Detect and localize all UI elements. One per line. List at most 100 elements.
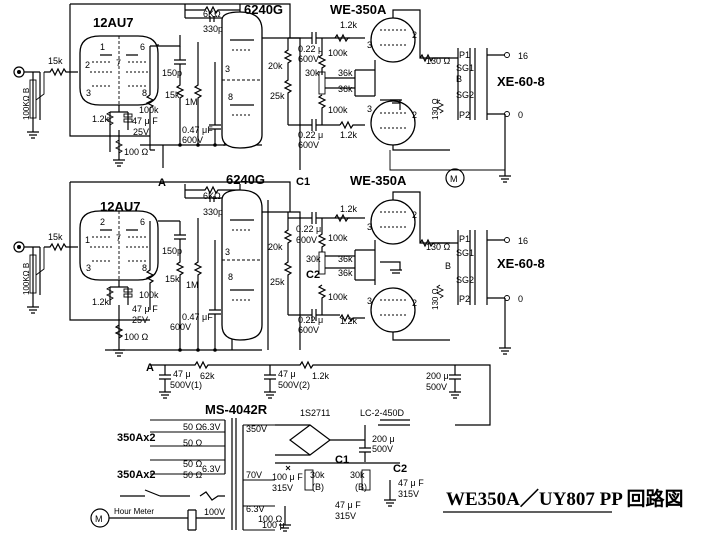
svg-text:600V: 600V <box>170 322 191 332</box>
svg-text:100 Ω: 100 Ω <box>124 332 149 342</box>
svg-text:36k: 36k <box>338 268 353 278</box>
svg-text:M: M <box>450 174 458 184</box>
svg-text:6.3V: 6.3V <box>202 464 221 474</box>
svg-text:150p: 150p <box>162 246 182 256</box>
svg-text:2: 2 <box>412 298 417 308</box>
svg-text:30k: 30k <box>306 254 321 264</box>
svg-text:100k: 100k <box>328 105 348 115</box>
svg-text:36k: 36k <box>338 84 353 94</box>
svg-text:20k: 20k <box>268 242 283 252</box>
svg-text:2: 2 <box>412 30 417 40</box>
svg-text:0: 0 <box>518 110 523 120</box>
svg-text:3: 3 <box>367 222 372 232</box>
svg-text:600V: 600V <box>298 54 319 64</box>
svg-text:B: B <box>445 261 451 271</box>
svg-text:8: 8 <box>228 272 233 282</box>
svg-text:2: 2 <box>412 210 417 220</box>
svg-text:0.22 μ: 0.22 μ <box>298 44 323 54</box>
svg-text:0.22 μ: 0.22 μ <box>298 130 323 140</box>
schematic-title: WE350A／UY807 PP 回路図 <box>446 487 684 510</box>
svg-text:3: 3 <box>86 88 91 98</box>
svg-text:100k: 100k <box>328 233 348 243</box>
svg-text:1S2711: 1S2711 <box>300 408 330 418</box>
svg-text:0.47 μF: 0.47 μF <box>182 312 213 322</box>
svg-text:0.47 μF: 0.47 μF <box>182 125 213 135</box>
power-supply: MS-4042R 50 Ω 50 Ω 6.3V 350Ax2 50 Ω 50 Ω… <box>90 402 424 532</box>
svg-text:3: 3 <box>367 296 372 306</box>
svg-text:3: 3 <box>367 104 372 114</box>
svg-text:200 μ: 200 μ <box>372 434 395 444</box>
svg-text:SG1: SG1 <box>456 248 474 258</box>
svg-text:20k: 20k <box>268 61 283 71</box>
hour-meter-icon-top <box>445 168 465 188</box>
svg-text:315V: 315V <box>335 511 356 521</box>
svg-text:30k: 30k <box>310 470 325 480</box>
svg-text:500V: 500V <box>426 382 447 392</box>
svg-text:A: A <box>158 177 166 189</box>
tube-12au7-2 <box>79 210 159 281</box>
svg-text:1M: 1M <box>186 280 199 290</box>
svg-text:1.2k: 1.2k <box>340 20 358 30</box>
tube-6240g-label-2: 6240G <box>226 172 265 187</box>
svg-text:30k: 30k <box>305 68 320 78</box>
svg-text:P1: P1 <box>459 50 470 60</box>
svg-text:30k: 30k <box>350 470 365 480</box>
svg-text:150p: 150p <box>162 68 182 78</box>
svg-text:6.3V: 6.3V <box>246 504 265 514</box>
svg-text:330p: 330p <box>203 207 223 217</box>
svg-text:130 Ω: 130 Ω <box>431 98 440 120</box>
svg-text:100k: 100k <box>139 105 159 115</box>
svg-text:100k: 100k <box>328 292 348 302</box>
svg-text:50 Ω: 50 Ω <box>183 459 203 469</box>
svg-text:1: 1 <box>100 42 105 52</box>
tube-12au7-label-1: 12AU7 <box>93 15 133 30</box>
svg-text:SG1: SG1 <box>456 63 474 73</box>
svg-text:6KΩ: 6KΩ <box>203 9 221 19</box>
svg-text:16: 16 <box>518 236 528 246</box>
tube-we350a-2a <box>370 199 416 245</box>
svg-text:1.2k: 1.2k <box>340 130 358 140</box>
svg-text:8: 8 <box>228 92 233 102</box>
tube-12au7-1 <box>79 35 159 106</box>
svg-text:350Ax2: 350Ax2 <box>117 469 156 481</box>
svg-text:70V: 70V <box>246 470 262 480</box>
tube-we350a-2b <box>370 287 416 333</box>
bridge-rectifier <box>289 424 331 456</box>
svg-text:B: B <box>456 74 462 84</box>
svg-text:SG2: SG2 <box>456 275 474 285</box>
svg-text:P2: P2 <box>459 294 470 304</box>
svg-text:200 μ: 200 μ <box>426 371 449 381</box>
svg-text:LC-2-450D: LC-2-450D <box>360 408 405 418</box>
b-plus-line: A 62k 1.2k 47 μ 500V(1) 47 μ 500V(2) 200… <box>146 360 491 426</box>
svg-text:36k: 36k <box>338 254 353 264</box>
svg-text:130 Ω: 130 Ω <box>431 288 440 310</box>
svg-text:(B): (B) <box>355 482 367 492</box>
svg-text:130 Ω: 130 Ω <box>426 56 451 66</box>
svg-text:100k: 100k <box>328 48 348 58</box>
svg-text:100 Ω: 100 Ω <box>124 147 149 157</box>
input-resistor-label: 15k <box>48 56 63 66</box>
svg-text:C2: C2 <box>393 463 407 475</box>
output-transformer-1 <box>457 48 488 120</box>
svg-text:1.2k: 1.2k <box>312 371 330 381</box>
svg-text:47 μ F: 47 μ F <box>335 500 361 510</box>
ot-label-1: XE-60-8 <box>497 74 545 89</box>
svg-text:100 μ F: 100 μ F <box>272 472 303 482</box>
svg-text:2: 2 <box>100 217 105 227</box>
svg-text:0: 0 <box>518 294 523 304</box>
svg-text:47 μ F: 47 μ F <box>132 116 158 126</box>
svg-text:SG2: SG2 <box>456 90 474 100</box>
svg-text:6KΩ: 6KΩ <box>203 191 221 201</box>
svg-text:7: 7 <box>116 233 121 243</box>
svg-text:25V: 25V <box>133 127 149 137</box>
svg-text:2: 2 <box>85 60 90 70</box>
svg-text:600V: 600V <box>298 140 319 150</box>
tube-we350a-label-1: WE-350A <box>330 2 387 17</box>
tube-12au7-label-2: 12AU7 <box>100 199 140 214</box>
svg-text:0.22 μ: 0.22 μ <box>296 224 321 234</box>
svg-text:50 Ω: 50 Ω <box>183 438 203 448</box>
svg-text:350V: 350V <box>246 424 267 434</box>
svg-text:1.2k: 1.2k <box>340 204 358 214</box>
